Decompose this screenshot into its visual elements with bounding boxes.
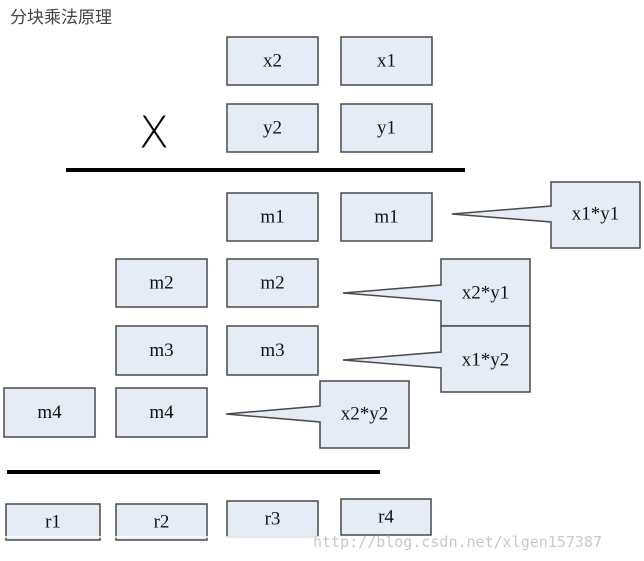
operand-label: y2 [263,118,282,139]
partial-m3-label: m3 [260,340,284,361]
callout-shape [225,380,410,449]
result-label: r3 [265,509,281,530]
result-label: r2 [154,512,170,533]
operand-label: y1 [377,118,396,139]
operand-label: x2 [263,51,282,72]
partial-m2-box [115,258,208,308]
multiply-sign: X [139,108,169,159]
result-label: r1 [45,512,61,533]
diagram-title: 分块乘法原理 [10,8,112,28]
partial-m1-box [226,192,319,242]
partial-m3-label: m3 [149,340,173,361]
partial-m4-label: m4 [37,402,62,423]
callout-label: x1*y2 [462,350,510,371]
partial-m4-box [115,387,208,438]
callout-label: x2*y2 [341,404,389,425]
result-box [226,500,319,538]
partial-m1-label: m1 [374,207,398,228]
callout-shape [342,325,531,393]
result-box [340,498,432,536]
operand-box [340,36,433,86]
partial-m2-label: m2 [260,273,284,294]
operand-label: x1 [377,51,396,72]
partial-m3-box [115,325,208,376]
partial-m2-box [226,258,319,308]
operand-box [226,103,319,153]
partial-m3-box [226,325,319,376]
result-box [5,503,101,541]
result-label: r4 [378,507,394,528]
operand-box [340,103,433,153]
watermark: http://blog.csdn.net/xlgen157387 [313,533,602,551]
partial-m1-label: m1 [260,207,284,228]
partial-m1-box [340,192,433,242]
operand-box [226,36,319,86]
partial-m4-label: m4 [149,402,174,423]
callout-label: x2*y1 [462,283,510,304]
callout-shape [342,258,531,327]
result-box [115,503,208,541]
partial-m4-box [3,387,96,438]
partial-m2-label: m2 [149,273,173,294]
callout-shape [451,181,641,249]
callout-label: x1*y1 [572,204,620,225]
